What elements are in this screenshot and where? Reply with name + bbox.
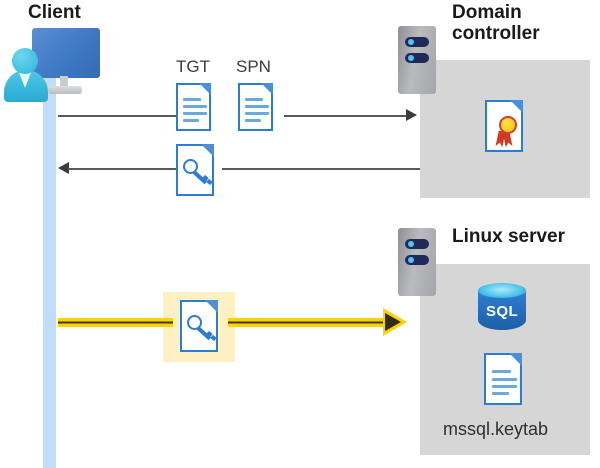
client-title: Client bbox=[28, 2, 81, 23]
monitor-stand-icon bbox=[60, 76, 68, 88]
presented-ticket-key-document-icon bbox=[180, 300, 218, 352]
client-lifeline bbox=[43, 70, 56, 468]
flow2-line-right bbox=[222, 168, 420, 170]
certificate-document-icon bbox=[485, 100, 523, 152]
spn-label: SPN bbox=[236, 57, 271, 76]
spn-document-icon bbox=[238, 83, 273, 131]
domain-controller-title: Domain controller bbox=[452, 2, 592, 45]
person-collar-icon bbox=[18, 70, 32, 88]
flow2-arrowhead bbox=[58, 162, 69, 174]
tgt-label: TGT bbox=[176, 57, 210, 76]
linux-server-title: Linux server bbox=[452, 226, 565, 247]
keytab-document-icon bbox=[484, 353, 522, 405]
domain-controller-server-rack-icon bbox=[398, 26, 436, 94]
linux-server-rack-icon bbox=[398, 228, 436, 296]
domain-controller-title-line2: controller bbox=[452, 23, 540, 45]
service-ticket-key-document-icon bbox=[176, 144, 214, 196]
person-head-icon bbox=[12, 48, 38, 74]
flow1-arrowhead bbox=[406, 109, 417, 121]
flow2-line-left bbox=[68, 168, 176, 170]
flow1-line-left bbox=[58, 115, 176, 117]
sql-database-icon: SQL bbox=[478, 283, 526, 337]
flow1-line-right bbox=[284, 115, 408, 117]
sql-database-label: SQL bbox=[485, 303, 519, 320]
tgt-document-icon bbox=[176, 83, 211, 131]
flow3-line-left bbox=[58, 318, 173, 327]
keytab-filename-label: mssql.keytab bbox=[443, 419, 549, 439]
certificate-seal-icon bbox=[499, 116, 517, 134]
flow3-line-right bbox=[228, 318, 386, 327]
domain-controller-title-line1: Domain bbox=[452, 2, 522, 23]
monitor-base-icon bbox=[48, 86, 82, 94]
flow3-arrowhead-inner bbox=[385, 313, 401, 331]
monitor-icon bbox=[32, 28, 100, 78]
